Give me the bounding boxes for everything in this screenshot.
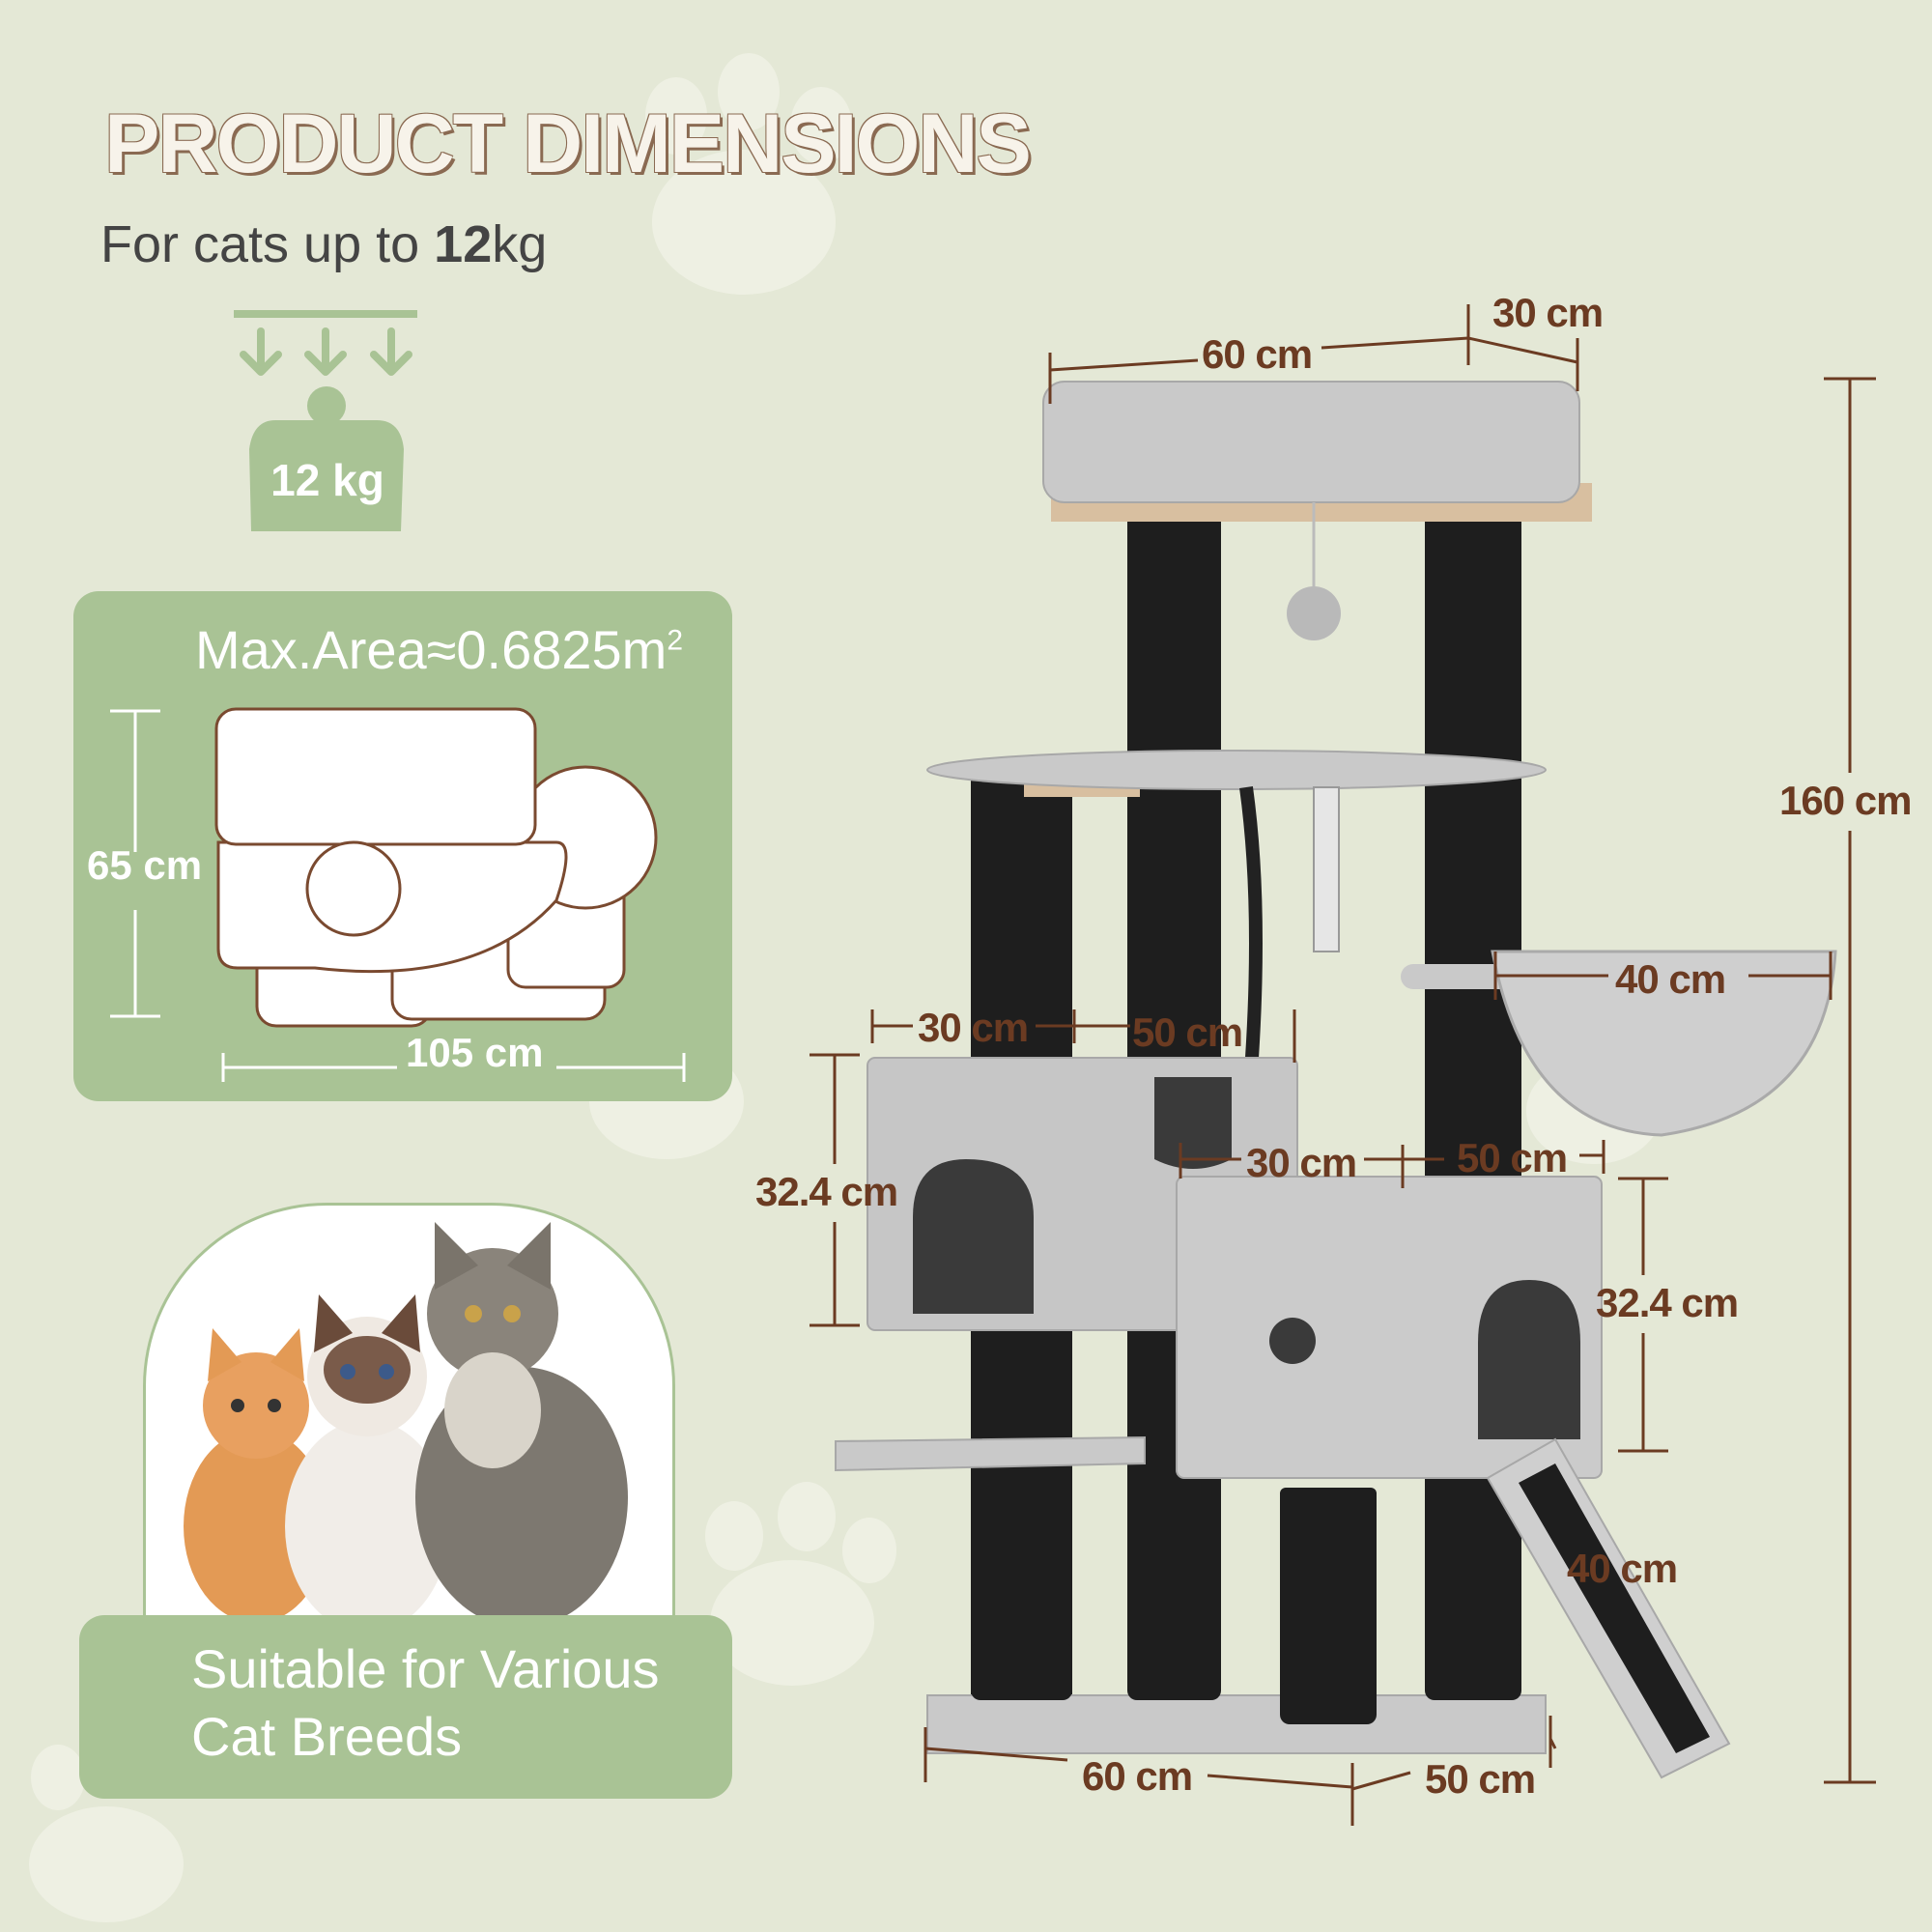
weight-icon bbox=[234, 310, 417, 531]
base-depth-label: 50 cm bbox=[1425, 1756, 1536, 1802]
middle-platform bbox=[926, 750, 1547, 790]
right-condo bbox=[1176, 1176, 1603, 1479]
max-area-label: Max.Area≈0.6825m2 bbox=[195, 619, 683, 680]
area-height-label: 65 cm bbox=[87, 842, 203, 888]
cats-caption-line2: Cat Breeds bbox=[191, 1706, 463, 1767]
hammock-basket bbox=[1491, 950, 1837, 1137]
cats-caption-line1: Suitable for Various bbox=[191, 1638, 660, 1699]
right-condo-width-label: 50 cm bbox=[1457, 1135, 1568, 1180]
cats-illustration bbox=[184, 1222, 628, 1623]
right-condo-depth-label: 30 cm bbox=[1246, 1140, 1357, 1185]
peep-hole bbox=[1269, 1318, 1316, 1364]
paw-print-icon bbox=[645, 53, 852, 295]
top-width-label: 60 cm bbox=[1202, 331, 1313, 377]
maine-coon-cat-image bbox=[415, 1222, 628, 1623]
step-platform bbox=[835, 1435, 1146, 1472]
orange-kitten-image bbox=[184, 1328, 328, 1623]
top-depth-label: 30 cm bbox=[1492, 290, 1604, 335]
cats-caption-panel bbox=[79, 1615, 732, 1799]
post-bottoms bbox=[971, 1642, 1521, 1724]
base-width-label: 60 cm bbox=[1082, 1753, 1193, 1799]
area-width-label: 105 cm bbox=[406, 1030, 544, 1075]
left-condo-door bbox=[913, 1159, 1034, 1314]
top-perch bbox=[1042, 381, 1580, 503]
ramp bbox=[1486, 1437, 1731, 1779]
weight-capacity-text: For cats up to 12kg bbox=[100, 215, 548, 273]
hanging-strap bbox=[1313, 786, 1340, 952]
left-condo-depth-label: 30 cm bbox=[918, 1005, 1029, 1050]
page-title: PRODUCT DIMENSIONS bbox=[104, 98, 1032, 190]
weight-badge: 12 kg bbox=[270, 455, 384, 505]
ragdoll-cat-image bbox=[285, 1294, 449, 1623]
right-condo-door bbox=[1478, 1280, 1580, 1439]
pompom-toy bbox=[1287, 586, 1341, 640]
right-condo-height-label: 32.4 cm bbox=[1596, 1280, 1739, 1325]
total-height-label: 160 cm bbox=[1779, 778, 1912, 823]
paw-print-icon bbox=[705, 1482, 896, 1686]
left-condo-width-label: 50 cm bbox=[1132, 1009, 1243, 1055]
footprint-diagram bbox=[110, 707, 686, 1082]
hammock-width-label: 40 cm bbox=[1615, 956, 1726, 1002]
left-condo-height-label: 32.4 cm bbox=[755, 1169, 898, 1214]
ramp-length-label: 40 cm bbox=[1567, 1546, 1678, 1591]
